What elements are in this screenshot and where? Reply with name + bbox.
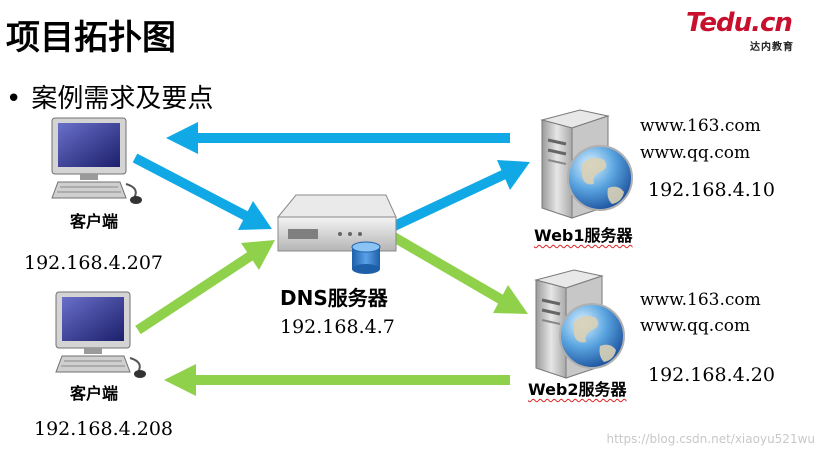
client-top-computer-icon — [51, 117, 142, 204]
web1-domain-1: www.163.com — [640, 116, 761, 136]
arrow-dns-to-web2 — [389, 231, 528, 314]
arrow-dns-to-web1 — [387, 160, 530, 233]
client-top-ip: 192.168.4.207 — [24, 252, 164, 274]
web2-domain-2: www.qq.com — [640, 316, 751, 336]
bullet-symbol: • — [6, 84, 22, 114]
dns-server-label: DNS服务器 — [280, 286, 388, 310]
arrow-client-bottom-to-dns — [135, 240, 275, 335]
arrow-client-top-to-dns — [132, 153, 272, 230]
web1-ip: 192.168.4.10 — [648, 179, 775, 201]
bullet-point: • 案例需求及要点 — [6, 78, 213, 115]
web1-server-icon — [540, 109, 633, 219]
client-bottom-label: 客户端 — [70, 384, 119, 403]
watermark-url: https://blog.csdn.net/xiaoyu521wu — [606, 432, 815, 446]
client-bottom-ip: 192.168.4.208 — [34, 418, 174, 440]
web2-label: Web2服务器 — [528, 380, 627, 399]
web2-server-icon — [534, 269, 625, 379]
web2-ip: 192.168.4.20 — [648, 364, 775, 386]
dns-server-ip: 192.168.4.7 — [280, 316, 395, 338]
web1-label: Web1服务器 — [534, 226, 633, 245]
logo-sub-text: 达内教育 — [750, 42, 794, 53]
logo-main-text: Tedu.cn — [686, 8, 793, 38]
dns-server-icon — [276, 194, 397, 274]
web1-domain-2: www.qq.com — [640, 143, 751, 163]
globe-icon — [567, 145, 633, 211]
web2-domain-1: www.163.com — [640, 290, 761, 310]
globe-icon — [559, 303, 625, 369]
slide-title: 项目拓扑图 — [6, 18, 176, 58]
arrow-web2-to-client-bottom — [164, 364, 510, 396]
subtitle-text: 案例需求及要点 — [31, 84, 214, 114]
tedu-logo: Tedu.cn 达内教育 — [686, 8, 806, 53]
database-icon — [351, 241, 381, 274]
client-top-label: 客户端 — [70, 212, 119, 231]
arrow-web1-to-client-top — [166, 122, 510, 154]
client-bottom-computer-icon — [55, 291, 146, 378]
